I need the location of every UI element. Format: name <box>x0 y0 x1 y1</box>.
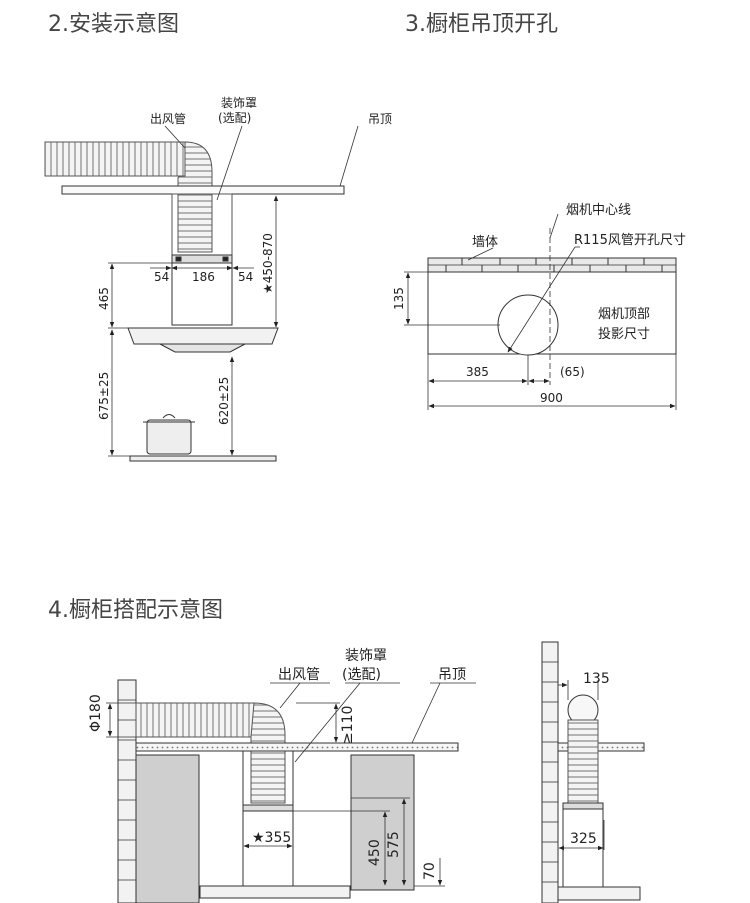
dim-620: 620±25 <box>217 377 231 425</box>
cabinet-side-view <box>541 641 645 903</box>
cab-cover-optional-label: (选配) <box>342 667 381 683</box>
dim-70: 70 <box>422 862 438 880</box>
dim-110: ≥110 <box>340 706 356 744</box>
install-ceiling-label: 吊顶 <box>368 112 392 126</box>
outlet-pipe-vertical <box>177 193 213 253</box>
side-pipe-vertical <box>567 719 599 804</box>
hood-light <box>159 343 246 353</box>
dim-135-side: 135 <box>583 671 610 687</box>
dim-675: 675±25 <box>97 372 111 420</box>
dim-186: 186 <box>192 270 215 284</box>
cab-cover-label: 装饰罩 <box>345 648 387 664</box>
left-cabinet <box>135 754 200 903</box>
dim-65: (65) <box>560 365 585 379</box>
ceiling-hole-title: 3.橱柜吊顶开孔 <box>405 12 558 37</box>
outlet-pipe-bend-cab <box>250 702 286 749</box>
projection-label-2: 投影尺寸 <box>598 326 650 342</box>
ceiling-hole-diagram <box>404 213 677 410</box>
hood-column-cab <box>242 810 294 887</box>
dim-900: 900 <box>540 391 563 405</box>
cab-ceiling-label: 吊顶 <box>438 667 466 683</box>
install-cover-label: 装饰罩 <box>221 96 257 110</box>
hood-panel-cab <box>199 885 351 899</box>
projection-label-1: 烟机顶部 <box>598 307 650 322</box>
install-outlet-pipe-label: 出风管 <box>150 111 186 126</box>
wall-label: 墙体 <box>472 235 498 250</box>
radius-label: R115风管开孔尺寸 <box>574 233 686 248</box>
side-wall <box>541 641 559 903</box>
dim-450: 450 <box>367 839 383 866</box>
hood-panel <box>127 327 279 345</box>
centerline-label: 烟机中心线 <box>566 203 631 218</box>
duct-hole <box>497 294 559 356</box>
dim-465: 465 <box>97 287 111 310</box>
ceiling-board <box>61 185 345 195</box>
pot-icon <box>146 419 192 455</box>
hood-column <box>171 262 233 326</box>
dim-54-left: 54 <box>154 270 169 284</box>
cab-outlet-pipe-label: 出风管 <box>278 667 320 683</box>
install-diagram-title: 2.安装示意图 <box>48 12 179 37</box>
install-diagram <box>44 125 359 462</box>
dim-575: 575 <box>386 831 402 858</box>
dim-135-hole: 135 <box>392 287 406 310</box>
side-hood-panel <box>557 886 641 901</box>
outlet-pipe-horizontal-cab <box>135 702 255 738</box>
install-cover-optional-label: (选配) <box>218 111 251 125</box>
dim-325: 325 <box>570 831 597 847</box>
cabinet-match-title: 4.橱柜搭配示意图 <box>48 598 223 623</box>
cabinet-match-diagram <box>106 679 476 903</box>
dim-450-870: ★450-870 <box>261 233 275 294</box>
outlet-pipe-vertical-cab <box>250 750 286 804</box>
side-ceiling-strip <box>557 742 645 752</box>
dim-54-right: 54 <box>238 270 253 284</box>
right-cabinet <box>350 754 415 891</box>
outlet-pipe-horizontal <box>44 141 186 177</box>
dim-385: 385 <box>466 365 489 379</box>
dim-phi180: Φ180 <box>88 694 104 732</box>
dim-355: ★355 <box>252 830 291 846</box>
ceiling-strip <box>135 742 459 752</box>
countertop <box>129 455 277 462</box>
left-wall <box>117 679 137 903</box>
